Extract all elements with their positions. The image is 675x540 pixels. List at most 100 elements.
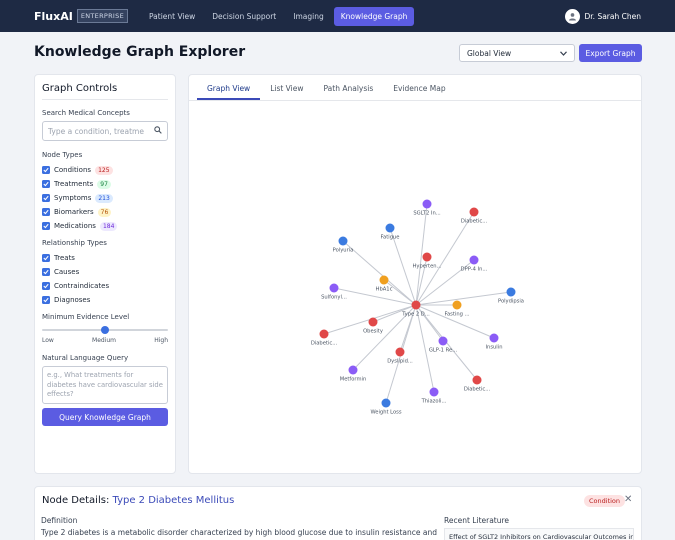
tab-path-analysis[interactable]: Path Analysis — [323, 84, 374, 93]
tab-graph-view[interactable]: Graph View — [197, 84, 261, 100]
graph-node[interactable]: Insulin — [486, 333, 503, 351]
graph-node-marker[interactable] — [395, 347, 405, 357]
checkbox[interactable] — [42, 208, 50, 216]
graph-node-marker[interactable] — [329, 283, 339, 293]
graph-node-center[interactable]: Type 2 D... — [401, 300, 430, 318]
query-knowledge-graph-button[interactable]: Query Knowledge Graph — [42, 408, 168, 426]
graph-node[interactable]: Hyperten... — [412, 252, 442, 270]
graph-node-marker[interactable] — [469, 255, 479, 265]
graph-node-marker[interactable] — [452, 300, 462, 310]
checkbox[interactable] — [42, 296, 50, 304]
graph-node[interactable]: HbA1c — [376, 275, 393, 293]
graph-node[interactable]: DPP-4 In... — [461, 255, 488, 273]
literature-item[interactable]: Effect of SGLT2 Inhibitors on Cardiovasc… — [444, 528, 634, 540]
node-type-label: Biomarkers — [54, 208, 94, 216]
user-menu[interactable]: Dr. Sarah Chen — [564, 8, 641, 24]
graph-node-marker[interactable] — [411, 300, 421, 310]
graph-node[interactable]: Sulfonyl... — [321, 283, 347, 301]
graph-edge — [415, 304, 435, 393]
brand-logo[interactable]: FluxAI — [34, 9, 73, 23]
knowledge-graph-canvas[interactable]: SGLT2 In... Diabetic... Fatigue PolyuriaHyp… — [189, 75, 643, 475]
checkbox[interactable] — [42, 268, 50, 276]
graph-edge — [333, 287, 417, 306]
checkbox[interactable] — [42, 254, 50, 262]
graph-node[interactable]: Dyslipid... — [387, 347, 413, 365]
graph-node-marker[interactable] — [338, 236, 348, 246]
graph-node-marker[interactable] — [385, 223, 395, 233]
node-type-count: 184 — [99, 221, 118, 231]
relationship-type-diagnoses[interactable]: Diagnoses — [42, 293, 168, 307]
brand-tag: ENTERPRISE — [76, 9, 128, 23]
graph-node-marker[interactable] — [429, 387, 439, 397]
graph-node-marker[interactable] — [469, 207, 479, 217]
evidence-level-slider[interactable] — [42, 325, 168, 335]
tab-evidence-map[interactable]: Evidence Map — [393, 84, 446, 93]
relationship-type-causes[interactable]: Causes — [42, 265, 168, 279]
graph-node[interactable]: Weight Loss — [370, 398, 402, 416]
node-type-count: 125 — [95, 165, 113, 175]
graph-edge — [415, 211, 475, 306]
graph-node-marker[interactable] — [438, 336, 448, 346]
nav-patient-view[interactable]: Patient View — [148, 11, 196, 21]
close-icon[interactable]: ✕ — [624, 494, 633, 505]
relationship-type-label: Causes — [54, 268, 80, 276]
graph-node-label: Dyslipid... — [387, 359, 413, 365]
checkbox[interactable] — [42, 166, 50, 174]
relationship-type-treats[interactable]: Treats — [42, 251, 168, 265]
nav-decision-support[interactable]: Decision Support — [212, 11, 277, 21]
view-select[interactable]: Global View — [459, 44, 575, 62]
graph-node-label: Hyperten... — [412, 264, 441, 270]
graph-node[interactable]: SGLT2 In... — [413, 199, 441, 217]
top-nav: FluxAI ENTERPRISE Patient View Decision … — [0, 0, 675, 32]
graph-node-marker[interactable] — [422, 199, 432, 209]
nav-imaging[interactable]: Imaging — [293, 11, 324, 21]
checkbox[interactable] — [42, 222, 50, 230]
graph-node-label: Fatigue — [381, 235, 400, 241]
slider-thumb[interactable] — [101, 326, 109, 334]
graph-node-marker[interactable] — [381, 398, 391, 408]
graph-node-label: Weight Loss — [370, 410, 401, 416]
graph-node[interactable]: Diabetic... — [461, 207, 488, 225]
graph-edge — [389, 227, 417, 306]
graph-node[interactable]: GLP-1 Re... — [429, 336, 458, 354]
graph-node-label: HbA1c — [376, 287, 393, 293]
graph-node-marker[interactable] — [506, 287, 516, 297]
graph-node[interactable]: Obesity — [363, 317, 383, 335]
tab-list-view[interactable]: List View — [270, 84, 304, 93]
export-graph-button[interactable]: Export Graph — [579, 44, 642, 62]
graph-node-marker[interactable] — [319, 329, 329, 339]
graph-node[interactable]: Thiazoli... — [421, 387, 447, 405]
graph-node[interactable]: Polyuria — [333, 236, 354, 254]
graph-node[interactable]: Fasting ... — [444, 300, 470, 318]
graph-node[interactable]: Fatigue — [381, 223, 400, 241]
nav-knowledge-graph[interactable]: Knowledge Graph — [333, 6, 415, 26]
graph-node[interactable]: Diabetic... — [311, 329, 338, 347]
graph-node[interactable]: Diabetic... — [464, 375, 491, 393]
graph-node-label: DPP-4 In... — [461, 267, 488, 273]
graph-node-marker[interactable] — [379, 275, 389, 285]
relationship-type-label: Treats — [54, 254, 75, 262]
graph-node-marker[interactable] — [368, 317, 378, 327]
graph-node-marker[interactable] — [422, 252, 432, 262]
nl-query-textarea[interactable]: e.g., What treatments for diabetes have … — [42, 366, 168, 404]
checkbox[interactable] — [42, 194, 50, 202]
graph-node-marker[interactable] — [348, 365, 358, 375]
controls-title: Graph Controls — [42, 83, 168, 100]
checkbox[interactable] — [42, 282, 50, 290]
relationship-type-contraindicates[interactable]: Contraindicates — [42, 279, 168, 293]
graph-node-marker[interactable] — [472, 375, 482, 385]
checkbox[interactable] — [42, 180, 50, 188]
view-select-value: Global View — [467, 48, 512, 58]
graph-node-marker[interactable] — [489, 333, 499, 343]
search-input[interactable]: Type a condition, treatme — [42, 121, 168, 141]
graph-node[interactable]: Metformin — [340, 365, 367, 383]
graph-node-label: Type 2 D... — [401, 312, 430, 318]
graph-node[interactable]: Polydipsia — [498, 287, 524, 305]
graph-edge — [342, 240, 417, 306]
